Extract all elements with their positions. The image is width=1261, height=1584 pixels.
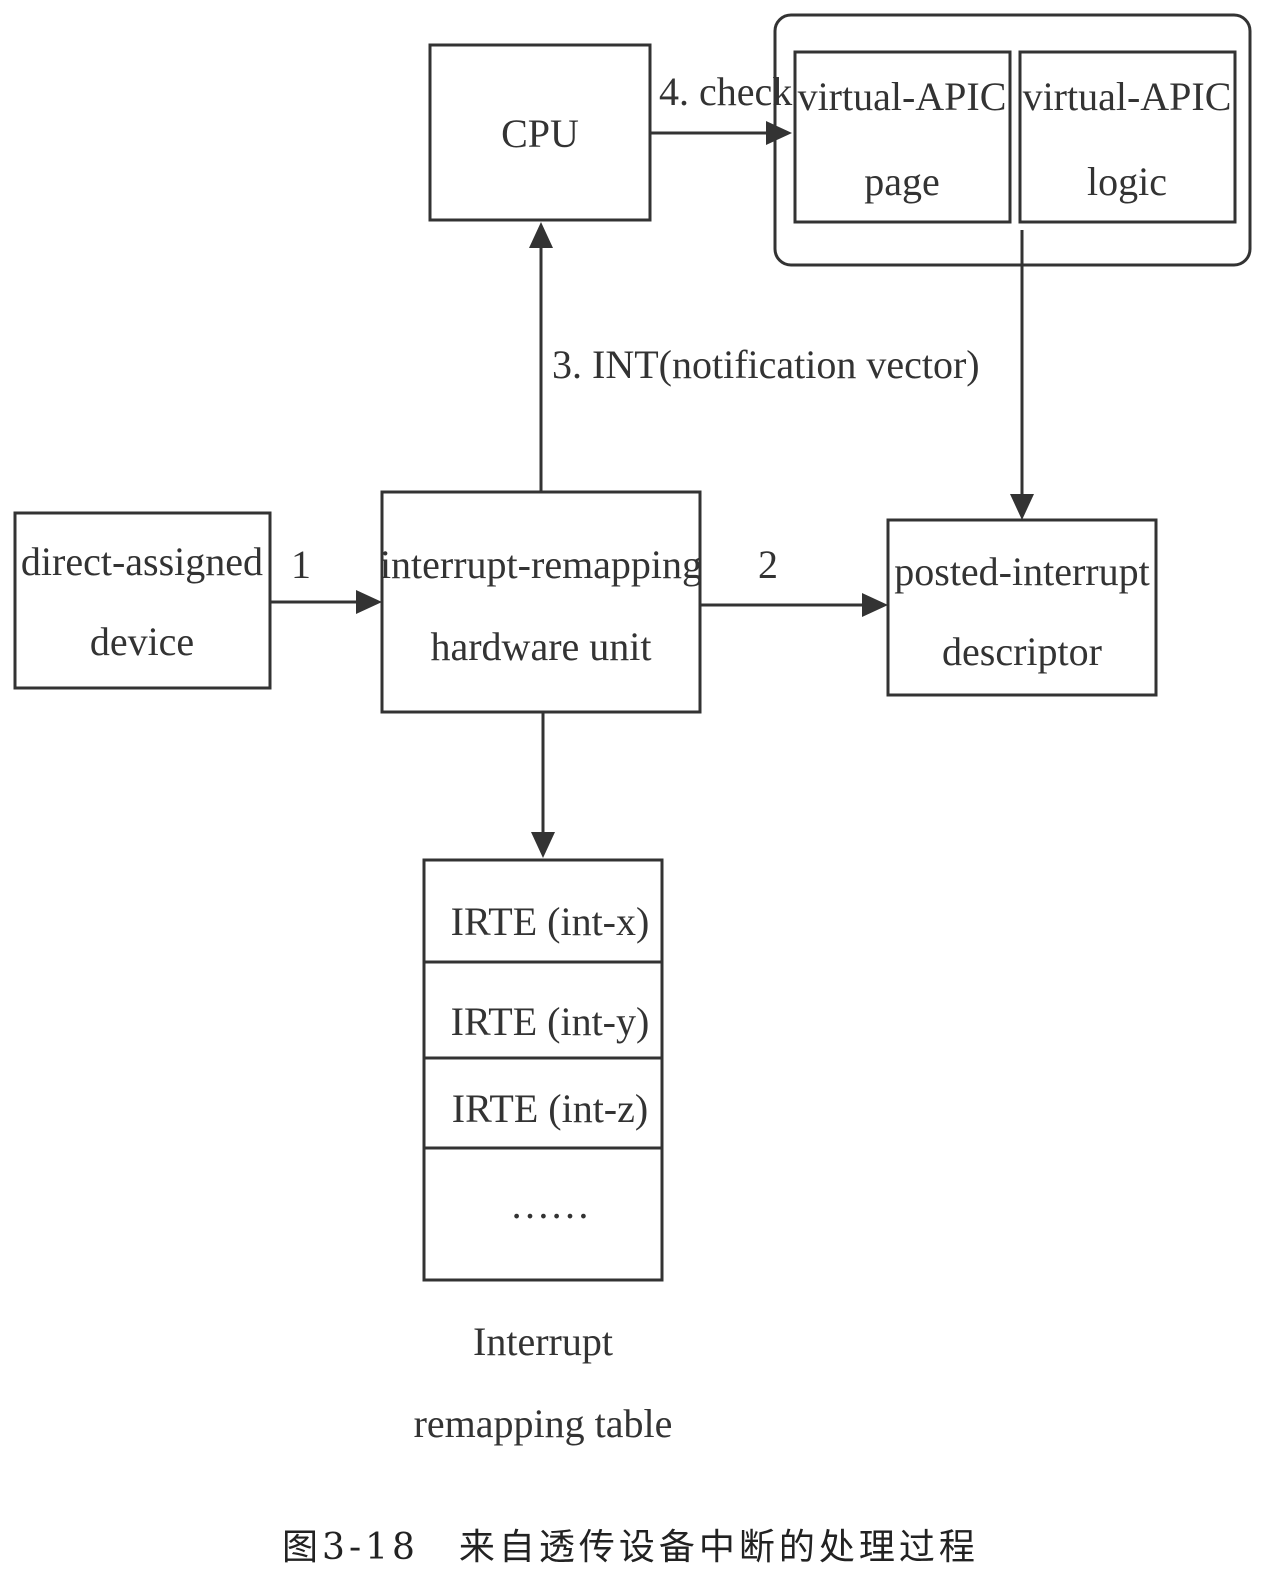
- figure-caption: 图3-18 来自透传设备中断的处理过程: [282, 1527, 979, 1568]
- table-row-int-x: IRTE (int-x): [451, 899, 650, 944]
- table-row-int-y: IRTE (int-y): [451, 999, 650, 1044]
- virtual-apic-logic-box: [1018, 50, 1237, 224]
- irhu-line2: hardware unit: [430, 624, 651, 669]
- irhu-line1: interrupt-remapping: [380, 542, 702, 587]
- arrow-4-label: 4. check: [659, 69, 792, 114]
- direct-assigned-device-box: [13, 511, 272, 690]
- table-row-ellipsis: ……: [510, 1182, 590, 1227]
- arrow-4-head: [766, 121, 792, 145]
- arrow-irhu-to-table-head: [531, 832, 555, 858]
- arrow-1-label: 1: [291, 542, 311, 587]
- arrow-apic-to-pid-head: [1010, 494, 1034, 520]
- remapping-table-box: [422, 858, 664, 1282]
- device-line2: device: [90, 619, 194, 664]
- pid-line1: posted-interrupt: [894, 549, 1150, 594]
- arrow-2-head: [862, 593, 888, 617]
- device-line1: direct-assigned: [21, 539, 263, 584]
- posted-interrupt-descriptor-box: [886, 518, 1158, 697]
- virtual-apic-logic-line1: virtual-APIC: [1023, 74, 1232, 119]
- table-row-int-z: IRTE (int-z): [452, 1086, 648, 1131]
- arrow-3-label: 3. INT(notification vector): [552, 342, 980, 387]
- virtual-apic-page-line1: virtual-APIC: [798, 74, 1007, 119]
- virtual-apic-page-line2: page: [864, 159, 940, 204]
- arrow-1-head: [356, 590, 382, 614]
- pid-line2: descriptor: [942, 629, 1102, 674]
- arrow-2-label: 2: [758, 542, 778, 587]
- cpu-box: [428, 43, 652, 222]
- cpu-label: CPU: [501, 111, 579, 156]
- virtual-apic-page-box: [793, 50, 1012, 224]
- table-title-line2: remapping table: [414, 1401, 673, 1446]
- virtual-apic-logic-line2: logic: [1087, 159, 1167, 204]
- table-title-line1: Interrupt: [473, 1319, 613, 1364]
- interrupt-remapping-unit-box: [380, 490, 702, 714]
- arrow-3-head: [529, 222, 553, 248]
